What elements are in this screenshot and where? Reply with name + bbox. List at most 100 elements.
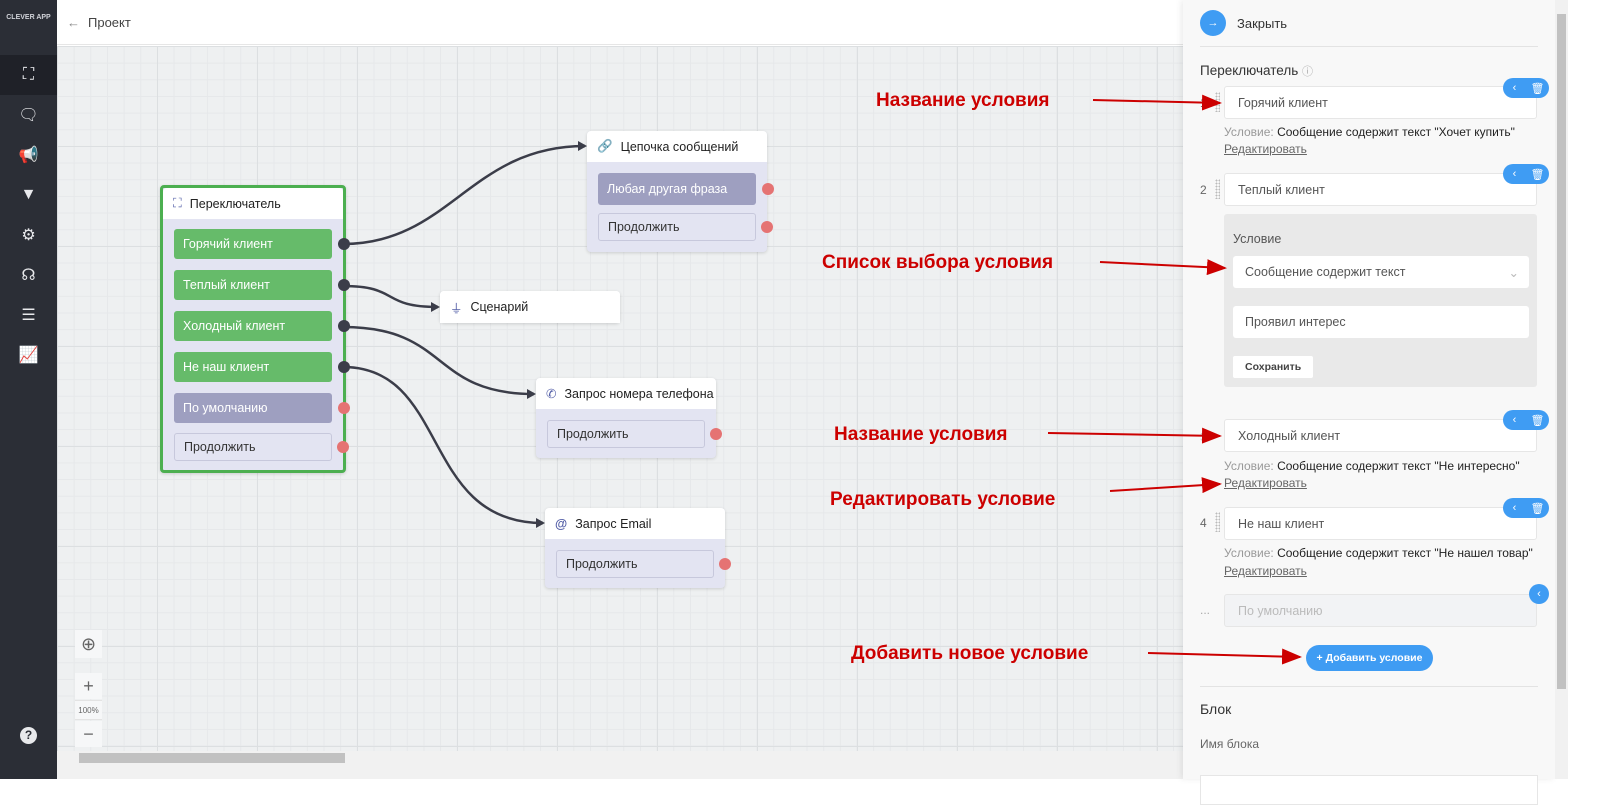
scenario-node[interactable]: ⏚ Сценарий [440,291,620,323]
sidebar-item-database[interactable]: ☰ [0,295,57,335]
connector[interactable] [337,441,349,453]
select-value: Сообщение содержит текст [1245,265,1406,279]
email-node[interactable]: @Запрос Email Продолжить [545,508,731,588]
trash-icon[interactable]: 🗑 [1530,502,1545,515]
scroll-thumb[interactable] [1557,14,1566,689]
save-button[interactable]: Сохранить [1233,356,1314,378]
sidebar-item-chats[interactable]: 🗨 [0,95,57,135]
trash-icon[interactable]: 🗑 [1530,82,1545,95]
logo: CLEVER APP [6,14,51,21]
condition-name-input[interactable]: Горячий клиент [1224,86,1537,119]
collapse-button[interactable]: ‹ [1512,502,1517,514]
condition-summary: Условие: Сообщение содержит текст "Хочет… [1224,125,1515,139]
block-name-input[interactable] [1200,775,1538,805]
horizontal-scrollbar[interactable] [57,751,1183,779]
connector[interactable] [719,558,731,570]
condition-text-input[interactable]: Проявил интерес [1233,306,1529,338]
collapse-button[interactable]: ‹ [1512,168,1517,180]
help-icon: ? [20,726,37,744]
chain-output-continue[interactable]: Продолжить [598,213,773,241]
server-icon: ☰ [21,307,36,324]
filter-icon: ▼ [20,186,37,203]
drag-handle-icon[interactable] [1215,92,1220,112]
connector[interactable] [710,428,722,440]
zoom-out-button[interactable]: − [75,721,102,747]
close-panel-button[interactable]: → Закрыть [1200,10,1287,36]
value: Сообщение содержит текст "Не интересно" [1277,459,1520,473]
collapse-button[interactable]: ‹ [1512,414,1517,426]
sidebar-item-funnel[interactable]: ▼ [0,175,57,215]
connection-notours-to-email [342,365,544,525]
node-title: Переключатель [189,196,281,211]
chain-output-any[interactable]: Любая другая фраза [598,173,774,205]
section-title: Переключатель ⓘ [1200,63,1313,79]
phone-output-continue[interactable]: Продолжить [547,420,722,448]
edit-condition-link[interactable]: Редактировать [1224,564,1307,578]
switch-output-hot[interactable]: Горячий клиент [174,229,350,259]
settings-panel: → Закрыть Переключатель ⓘ 1 Горячий клие… [1183,0,1555,805]
block-section-title: Блок [1200,701,1232,717]
condition-actions: ‹🗑 [1503,164,1549,184]
drag-handle-icon[interactable] [1215,179,1220,199]
switch-output-continue[interactable]: Продолжить [174,433,349,461]
node-title: Сценарий [470,300,529,314]
trash-icon[interactable]: 🗑 [1530,168,1545,181]
label: Любая другая фраза [607,182,728,196]
sidebar-item-flows[interactable]: ⛶ [0,55,57,95]
chain-node[interactable]: 🔗Цепочка сообщений Любая другая фраза Пр… [587,131,774,252]
connector[interactable] [338,279,350,291]
center-view-button[interactable]: ⊕ [75,630,102,658]
sidebar-item-settings[interactable]: ⚙ [0,215,57,255]
connector[interactable] [338,361,350,373]
drag-handle-icon[interactable] [1215,512,1220,532]
condition-name-input[interactable]: Холодный клиент [1224,419,1537,452]
topbar: ← Проект [57,0,1183,45]
collapse-button[interactable]: ‹ [1512,82,1517,94]
switch-output-not-ours[interactable]: Не наш клиент [174,352,350,382]
connector[interactable] [762,183,774,195]
condition-name-input[interactable]: Теплый клиент [1224,173,1537,206]
switch-output-cold[interactable]: Холодный клиент [174,311,350,341]
back-arrow-icon[interactable]: ← [67,14,80,30]
sidebar-item-support[interactable]: ☊ [0,255,57,295]
plug-icon: ⏚ [450,301,463,316]
edit-condition-link[interactable]: Редактировать [1224,142,1307,156]
condition-actions: ‹🗑 [1503,498,1549,518]
trash-icon[interactable]: 🗑 [1530,414,1545,427]
crosshair-icon: ⊕ [80,633,97,654]
condition-type-select[interactable]: Сообщение содержит текст⌄ [1233,256,1529,288]
value: Сообщение содержит текст "Хочет купить" [1277,125,1515,139]
condition-actions: ‹🗑 [1503,410,1549,430]
switch-output-default[interactable]: По умолчанию [174,393,350,423]
label: Холодный клиент [183,319,286,333]
annotation-condition-select: Список выбора условия [822,252,1054,273]
vertical-scrollbar[interactable] [1555,0,1568,779]
megaphone-icon: 📢 [18,147,39,164]
scroll-thumb[interactable] [79,753,345,763]
connector[interactable] [338,320,350,332]
connector[interactable] [338,238,350,250]
breadcrumb-project[interactable]: Проект [88,14,131,30]
help-circle-icon[interactable]: ⓘ [1302,66,1314,78]
add-condition-button[interactable]: + Добавить условие [1306,645,1433,671]
condition-number: 3 [1200,430,1207,444]
label: Теплый клиент [183,278,270,292]
sitemap-icon: ⛶ [22,66,35,83]
email-output-continue[interactable]: Продолжить [556,550,731,578]
switch-node[interactable]: ⛶ Переключатель Горячий клиент Теплый кли… [160,185,350,473]
condition-name-input[interactable]: Не наш клиент [1224,507,1537,540]
collapse-button[interactable]: ‹ [1529,584,1549,604]
help-button[interactable]: ? [0,715,57,755]
default-marker: ... [1200,603,1211,617]
phone-node[interactable]: ✆Запрос номера телефона Продолжить [536,378,722,458]
connector[interactable] [761,221,773,233]
edit-condition-link[interactable]: Редактировать [1224,476,1307,490]
condition-number: 1 [1200,96,1207,110]
sidebar-item-analytics[interactable]: 📈 [0,335,57,375]
switch-output-warm[interactable]: Теплый клиент [174,270,350,300]
label: Условие: [1224,459,1274,473]
sitemap-icon: ⛶ [173,196,182,210]
connector[interactable] [338,402,350,414]
zoom-in-button[interactable]: + [75,673,102,699]
sidebar-item-broadcast[interactable]: 📢 [0,135,57,175]
